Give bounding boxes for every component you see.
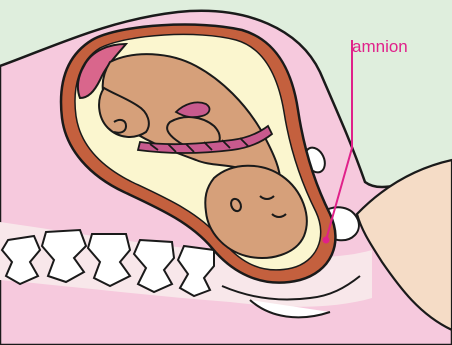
amnion-pointer-dot — [323, 237, 330, 244]
amnion-label: amnion — [352, 37, 408, 57]
